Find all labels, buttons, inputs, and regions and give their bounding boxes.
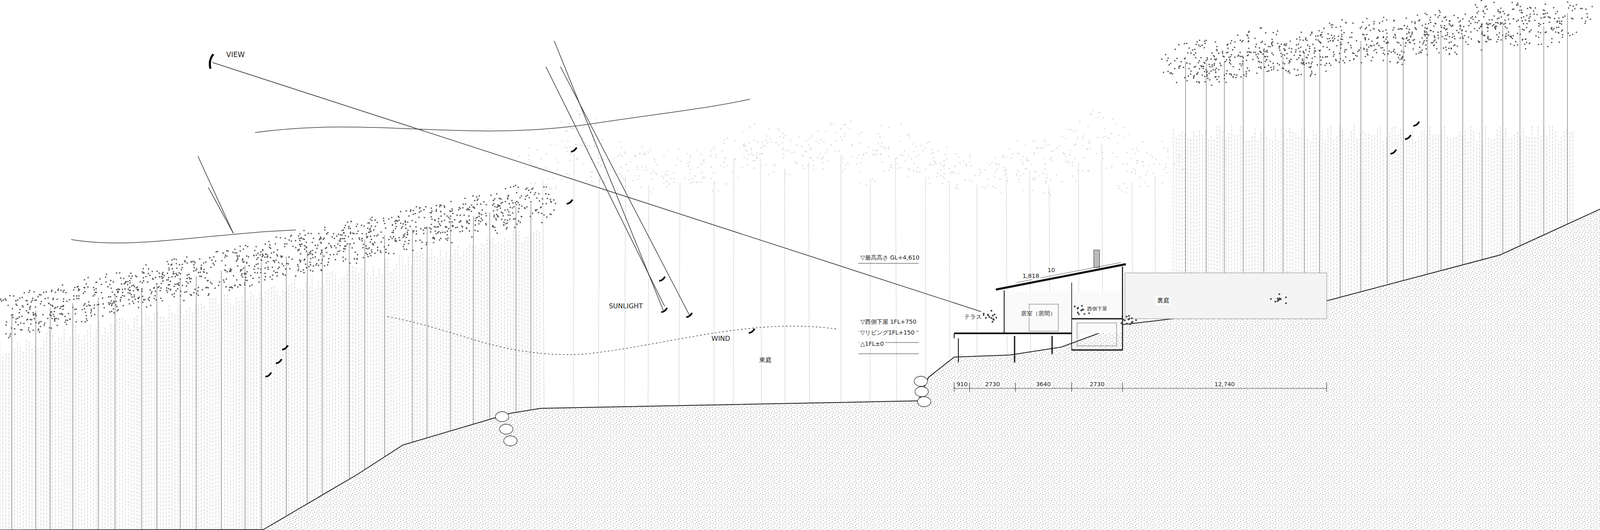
arrow-mark <box>275 359 282 364</box>
sun-ray <box>208 187 234 234</box>
stone <box>915 386 929 397</box>
dimension-tick <box>1015 382 1016 392</box>
annotation-label: 910 <box>955 380 970 388</box>
view-mark <box>210 54 214 69</box>
dimension-tick <box>969 382 970 392</box>
sun-ray <box>560 66 690 316</box>
slope-dimension <box>1016 262 1121 283</box>
arrow-mark <box>748 328 755 333</box>
annotation-label: VIEW <box>225 50 246 60</box>
sun-ray <box>197 156 234 234</box>
annotation-label: ▽リビング1FL+150 <box>859 328 916 337</box>
annotation-label: SUNLIGHT <box>607 302 645 311</box>
sun-ray <box>545 66 665 307</box>
annotation-label: 12,740 <box>1213 380 1237 388</box>
dimension-tick <box>1071 382 1072 392</box>
annotation-label: 2730 <box>1088 380 1106 388</box>
annotation-label: 3640 <box>1034 380 1053 388</box>
arrow-mark <box>1413 121 1420 126</box>
wind-curve <box>71 230 296 243</box>
ground-mass <box>0 209 1600 530</box>
annotation-label: WIND <box>710 334 732 343</box>
annotation-label: 居室（居間） <box>1019 309 1058 318</box>
annotation-label: 10 <box>1046 266 1057 274</box>
arrow-mark <box>686 312 693 318</box>
stone <box>503 435 518 446</box>
stone <box>914 376 928 387</box>
annotation-label: ▽最高高さ GL+4,610 <box>859 253 921 262</box>
dimension-tick <box>1326 382 1327 392</box>
arrow-mark <box>661 307 668 313</box>
ground-line <box>0 209 1600 530</box>
annotation-label: 西側下屋 <box>1085 305 1109 313</box>
arrow-mark <box>570 147 577 152</box>
arrow-mark <box>1405 135 1411 140</box>
level-line <box>858 262 919 264</box>
arrow-mark <box>566 199 573 204</box>
stone <box>495 411 509 422</box>
dimension-tick <box>1122 382 1123 392</box>
arrow-mark <box>659 276 665 281</box>
arrow-mark <box>1390 149 1397 154</box>
stone <box>917 396 931 407</box>
annotation-label: △1FL±0 <box>859 340 885 348</box>
annotation-label: 1,818 <box>1021 272 1041 280</box>
annotation-label: 裏庭 <box>1155 296 1171 305</box>
wind-curve <box>387 316 838 355</box>
arrow-mark <box>265 372 272 377</box>
wind-curve <box>255 99 750 133</box>
dimension-line <box>954 387 1327 389</box>
stone <box>499 424 513 435</box>
sun-ray <box>554 40 664 311</box>
level-line <box>858 353 919 354</box>
annotation-label: 東庭 <box>757 356 773 365</box>
annotation-label: テラス <box>962 312 983 321</box>
house-section <box>954 250 1327 363</box>
sight-line <box>212 62 982 312</box>
arrow-mark <box>282 345 288 350</box>
ground-stipple <box>0 209 1600 530</box>
dimension-tick <box>953 382 955 392</box>
annotation-label: 2730 <box>983 380 1002 388</box>
annotation-label: ▽西側下屋 1FL+750 <box>859 317 918 326</box>
